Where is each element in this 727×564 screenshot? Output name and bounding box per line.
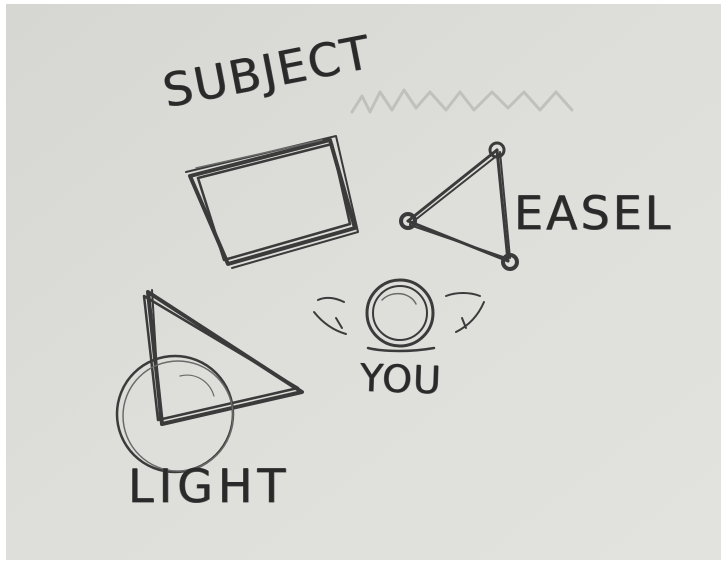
label-you: YOU [359, 359, 442, 400]
paper-background [6, 4, 721, 560]
label-easel: EASEL [514, 190, 673, 236]
label-light: LIGHT [128, 463, 291, 509]
